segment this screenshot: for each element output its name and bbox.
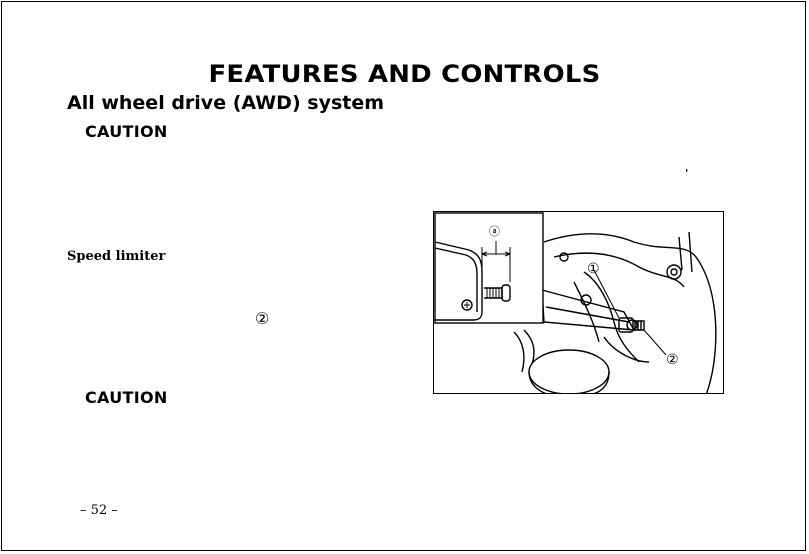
stray-mark: ' <box>685 167 689 180</box>
inline-callout-ref: ② <box>255 309 270 328</box>
callout-1: ① <box>587 261 600 277</box>
callout-2: ② <box>666 352 679 368</box>
caution-heading-bottom: CAUTION <box>85 388 168 407</box>
page-number: – 52 – <box>80 503 118 518</box>
section-title: All wheel drive (AWD) system <box>67 92 385 114</box>
speed-limiter-screw-illustration <box>434 212 717 393</box>
callout-a: ⓐ <box>489 225 500 238</box>
caution-heading-top: CAUTION <box>85 122 168 141</box>
page-title: FEATURES AND CONTROLS <box>208 60 601 88</box>
speed-limiter-label: Speed limiter <box>67 249 166 264</box>
speed-limiter-figure: ⓐ ① ② <box>433 211 724 394</box>
